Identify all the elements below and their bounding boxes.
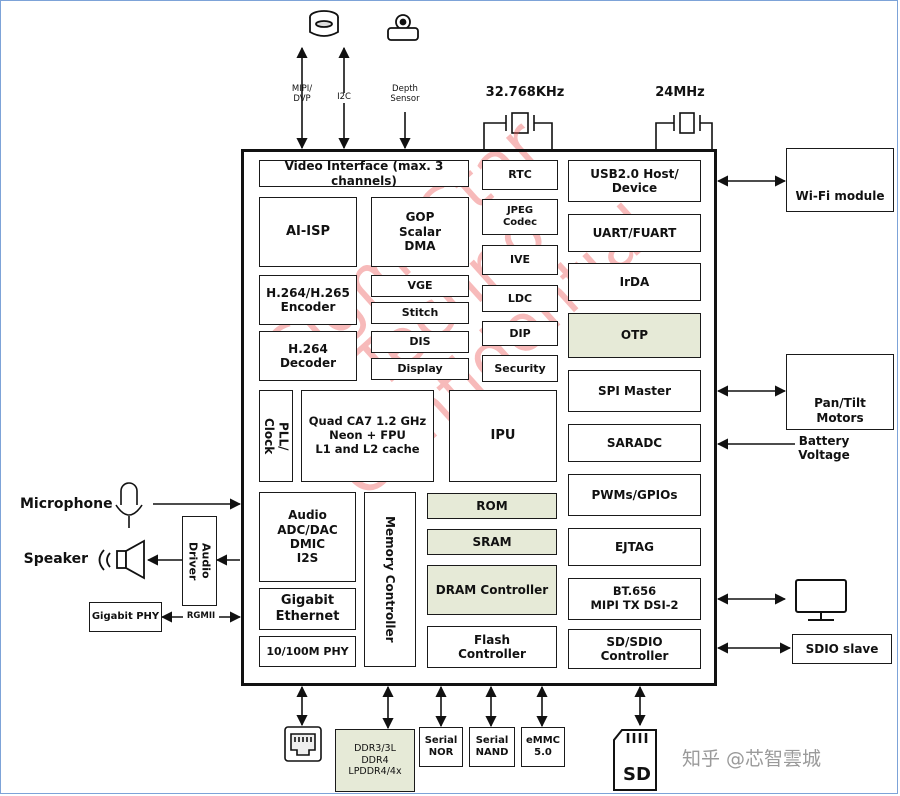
i2c-label: I2C xyxy=(332,92,356,103)
gigabit-phy-box: Gigabit PHY xyxy=(89,602,162,632)
monitor-icon xyxy=(795,579,847,621)
crystal-32k-label: 32.768KHz xyxy=(485,85,565,100)
camera-lens-icon xyxy=(309,10,339,37)
crystal-32k-icon xyxy=(483,115,553,149)
emmc-box: eMMC 5.0 xyxy=(521,727,565,767)
bt656-block: BT.656 MIPI TX DSI-2 xyxy=(568,578,701,620)
spi-master-block: SPI Master xyxy=(568,370,701,412)
cpu-block: Quad CA7 1.2 GHz Neon + FPU L1 and L2 ca… xyxy=(301,390,434,482)
speaker-label: Speaker xyxy=(23,551,88,567)
pll-clock-label: PLL/ Clock xyxy=(262,417,291,455)
security-block: Security xyxy=(482,355,558,382)
h264-decoder-block: H.264 Decoder xyxy=(259,331,357,381)
ldc-block: LDC xyxy=(482,285,558,312)
jpeg-codec-block: JPEG Codec xyxy=(482,199,558,235)
serial-nor-box: Serial NOR xyxy=(419,727,463,767)
irda-block: IrDA xyxy=(568,263,701,301)
ethernet-port-icon xyxy=(284,726,322,762)
microphone-label: Microphone xyxy=(20,496,113,512)
dram-controller-block: DRAM Controller xyxy=(427,565,557,615)
ddr-memory-box: DDR3/3L DDR4 LPDDR4/4x xyxy=(335,729,415,792)
rtc-block: RTC xyxy=(482,160,558,190)
stitch-block: Stitch xyxy=(371,302,469,324)
sram-block: SRAM xyxy=(427,529,557,555)
speaker-icon xyxy=(98,539,145,580)
sdio-controller-block: SD/SDIO Controller xyxy=(568,629,701,669)
phy-10-100-block: 10/100M PHY xyxy=(259,636,356,667)
serial-nand-box: Serial NAND xyxy=(469,727,515,767)
video-interface-block: Video Interface (max. 3 channels) xyxy=(259,159,469,188)
sd-card-icon xyxy=(613,729,657,791)
memory-controller-label: Memory Controller xyxy=(383,516,398,643)
mipi-dvp-label: MIPI/ DVP xyxy=(291,84,313,104)
microphone-icon xyxy=(115,482,143,528)
soc-boundary xyxy=(241,149,717,686)
depth-sensor-label: Depth Sensor xyxy=(390,84,420,104)
otp-block: OTP xyxy=(568,313,701,358)
sd-card-label: SD xyxy=(623,764,651,785)
pwm-gpio-block: PWMs/GPIOs xyxy=(568,474,701,516)
gop-block: GOP Scalar DMA xyxy=(371,197,469,267)
pan-tilt-motor-box: Pan/Tilt Motors xyxy=(786,354,894,430)
rgmii-label: RGMII xyxy=(183,611,219,622)
battery-voltage-label: Battery Voltage xyxy=(798,434,850,462)
dis-block: DIS xyxy=(371,331,469,353)
vge-block: VGE xyxy=(371,275,469,297)
ive-block: IVE xyxy=(482,245,558,275)
crystal-24m-label: 24MHz xyxy=(655,85,705,100)
h264-h265-encoder-block: H.264/H.265 Encoder xyxy=(259,275,357,325)
rom-block: ROM xyxy=(427,493,557,519)
wifi-module-box: Wi-Fi module xyxy=(786,148,894,212)
usb-block: USB2.0 Host/ Device xyxy=(568,160,701,202)
ipu-block: IPU xyxy=(449,390,557,482)
crystal-24m-icon xyxy=(655,115,713,149)
gigabit-ethernet-block: Gigabit Ethernet xyxy=(259,588,356,630)
pll-clock-block: PLL/ Clock xyxy=(259,390,293,482)
sdio-slave-box: SDIO slave xyxy=(792,634,892,664)
display-block: Display xyxy=(371,358,469,380)
ejtag-block: EJTAG xyxy=(568,528,701,566)
ai-isp-block: AI-ISP xyxy=(259,197,357,267)
memory-controller-block: Memory Controller xyxy=(364,492,416,667)
audio-driver-label: Audio Driver xyxy=(186,541,213,581)
depth-camera-icon xyxy=(387,14,419,41)
saradc-block: SARADC xyxy=(568,424,701,462)
source-credit: 知乎 @芯智雲城 xyxy=(682,748,822,770)
audio-driver-box: Audio Driver xyxy=(182,516,217,606)
dip-block: DIP xyxy=(482,321,558,346)
flash-controller-block: Flash Controller xyxy=(427,626,557,668)
uart-block: UART/FUART xyxy=(568,214,701,252)
audio-block: Audio ADC/DAC DMIC I2S xyxy=(259,492,356,582)
